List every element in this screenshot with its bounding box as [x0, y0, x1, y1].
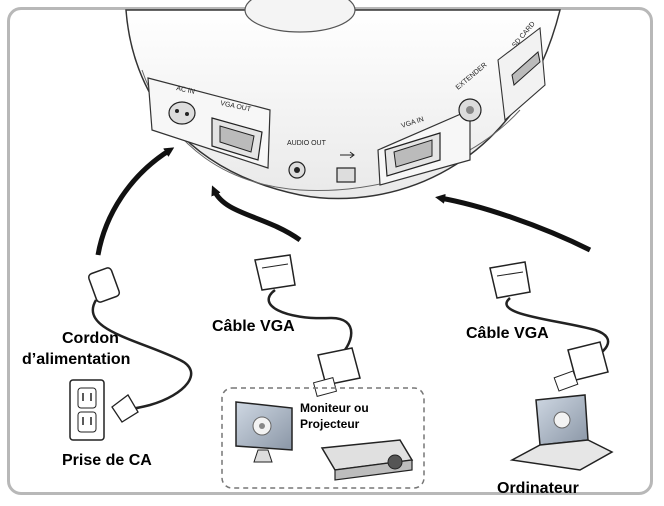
monitor-label-line1: Moniteur ou	[300, 401, 369, 415]
audio-out-port	[288, 161, 306, 179]
vga-cable-left-label: Câble VGA	[212, 318, 295, 335]
monitor-icon	[235, 401, 293, 463]
monitor-label-line2: Projecteur	[300, 417, 360, 431]
vga-out-port	[211, 117, 263, 161]
ac-in-label: AC IN	[176, 85, 196, 96]
power-cord-label-line1: Cordon	[62, 330, 119, 347]
vga-cable-left	[254, 254, 361, 397]
audio-out-label: AUDIO OUT	[287, 140, 327, 147]
vga-cable-right	[489, 261, 610, 392]
power-arrow	[95, 147, 175, 256]
vga-cable-right-label: Câble VGA	[466, 325, 549, 342]
vga-out-arrow	[211, 185, 302, 243]
sd-card-slot	[511, 51, 541, 86]
ac-in-port	[168, 101, 196, 125]
usb-port	[336, 151, 356, 183]
computer-label: Ordinateur	[497, 480, 579, 497]
vga-in-arrow	[435, 193, 592, 253]
ac-outlet-icon	[69, 379, 105, 441]
output-devices-box	[221, 387, 425, 489]
vga-in-port	[384, 132, 441, 177]
laptop-icon	[509, 394, 614, 471]
extender-port	[458, 98, 482, 122]
projector-icon	[320, 439, 414, 481]
ac-outlet-label: Prise de CA	[62, 452, 152, 469]
power-cord-label-line2: d’alimentation	[22, 351, 131, 368]
power-cord	[87, 267, 193, 423]
